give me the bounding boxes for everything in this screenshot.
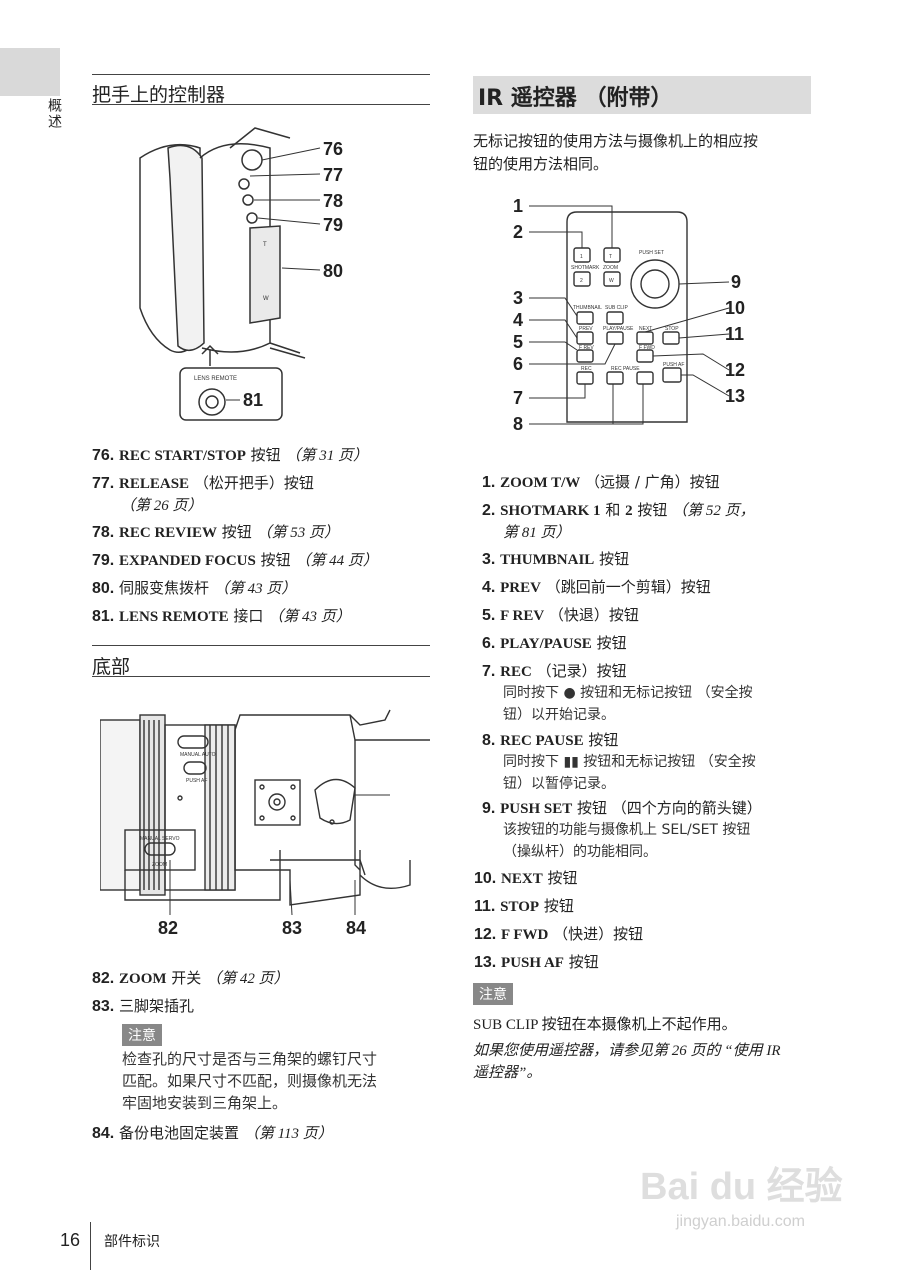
remote-stop-label: STOP bbox=[665, 326, 679, 332]
remote-thumbnail-label: THUMBNAIL bbox=[573, 305, 602, 311]
remote-shotmark-label: SHOTMARK bbox=[571, 265, 600, 271]
zoom-label: ZOOM bbox=[152, 862, 167, 868]
tele-label: T bbox=[263, 242, 267, 248]
ir-item-9-desc: 该按钮的功能与摄像机上 SEL/SET 按钮（操纵杆）的功能相同。 bbox=[503, 822, 751, 860]
ir-item-2: 2. SHOTMARK 1 和 2 按钮 （第 52 页， bbox=[482, 501, 755, 519]
remote-prev-label: PREV bbox=[579, 326, 593, 332]
section-title-handle: 把手上的控制器 bbox=[92, 84, 226, 106]
item-77: 77. RELEASE （松开把手）按钮 bbox=[92, 474, 314, 492]
remote-2-label: 2 bbox=[580, 278, 583, 284]
callout-79: 79 bbox=[323, 215, 343, 235]
callout-81: 81 bbox=[243, 390, 263, 410]
note-badge-left: 注意 bbox=[122, 1024, 162, 1046]
section2-rule-top bbox=[92, 645, 430, 646]
ir-item-8-desc: 同时按下 ▮▮ 按钮和无标记按钮 （安全按钮）以暂停记录。 bbox=[503, 754, 756, 792]
ir-item-4: 4. PREV （跳回前一个剪辑）按钮 bbox=[482, 578, 711, 596]
callout-4: 4 bbox=[513, 310, 523, 330]
callout-10: 10 bbox=[725, 298, 745, 318]
remote-ffwd-label: F FWD bbox=[639, 345, 655, 351]
callout-80: 80 bbox=[323, 261, 343, 281]
item-82: 82. ZOOM 开关 （第 42 页） bbox=[92, 969, 289, 987]
ir-item-3: 3. THUMBNAIL 按钮 bbox=[482, 550, 630, 568]
section2-rule-bottom bbox=[92, 676, 430, 677]
watermark-logo: Bai du 经验 bbox=[640, 1166, 843, 1208]
ir-item-13: 13. PUSH AF 按钮 bbox=[474, 953, 599, 971]
watermark-url: jingyan.baidu.com bbox=[676, 1213, 805, 1230]
item-79: 79. EXPANDED FOCUS 按钮 （第 44 页） bbox=[92, 551, 378, 569]
ir-item-6: 6. PLAY/PAUSE 按钮 bbox=[482, 634, 627, 652]
item-77-ref: （第 26 页） bbox=[120, 498, 203, 514]
remote-figure: 1 2 3 4 5 6 7 8 9 10 11 12 13 T W 1 2 SH… bbox=[513, 196, 745, 434]
wide-label: W bbox=[263, 296, 269, 302]
ir-item-7-desc: 同时按下 ● 按钮和无标记按钮 （安全按钮）以开始记录。 bbox=[503, 685, 753, 723]
ir-title-bar bbox=[473, 76, 811, 114]
note-text-left: 检查孔的尺寸是否与三角架的螺钉尺寸 匹配。如果尺寸不匹配，则摄像机无法 牢固地安… bbox=[122, 1050, 378, 1112]
ir-item-10: 10. NEXT 按钮 bbox=[474, 869, 578, 887]
callout-84: 84 bbox=[346, 918, 366, 938]
remote-1-label: 1 bbox=[580, 254, 583, 260]
page-number: 16 bbox=[60, 1230, 81, 1250]
ir-item-11: 11. STOP 按钮 bbox=[474, 897, 574, 915]
push-af-label: PUSH AF bbox=[186, 778, 207, 784]
callout-13: 13 bbox=[725, 386, 745, 406]
section-rule-bottom bbox=[92, 104, 430, 105]
item-83: 83. 三脚架插孔 bbox=[92, 997, 195, 1015]
callout-7: 7 bbox=[513, 388, 523, 408]
section-rule-top bbox=[92, 74, 430, 75]
ir-item-5: 5. F REV （快退）按钮 bbox=[482, 606, 639, 624]
remote-pushset-label: PUSH SET bbox=[639, 250, 664, 256]
footer-divider bbox=[90, 1222, 91, 1270]
item-76: 76. REC START/STOP 按钮 （第 31 页） bbox=[92, 446, 368, 464]
section-title-bottom: 底部 bbox=[92, 656, 131, 678]
callout-9: 9 bbox=[731, 272, 741, 292]
callout-83: 83 bbox=[282, 918, 302, 938]
remote-playpause-label: PLAY/PAUSE bbox=[603, 326, 634, 332]
item-80: 80. 伺服变焦拨杆 （第 43 页） bbox=[92, 579, 297, 597]
remote-rec-label: REC bbox=[581, 366, 592, 372]
remote-frev-label: F REV bbox=[579, 345, 594, 351]
remote-next-label: NEXT bbox=[639, 326, 652, 332]
manual-servo-label: MANUAL SERVO bbox=[140, 836, 180, 842]
callout-77: 77 bbox=[323, 165, 343, 185]
ir-item-7: 7. REC （记录）按钮 bbox=[482, 662, 627, 680]
callout-82: 82 bbox=[158, 918, 178, 938]
ir-item-8: 8. REC PAUSE 按钮 bbox=[482, 731, 619, 749]
callout-1: 1 bbox=[513, 196, 523, 216]
handle-figure: 76 77 78 79 80 81 LENS REMOTE T W bbox=[139, 127, 343, 421]
bottom-figure: 82 83 84 MANUAL AUTO PUSH AF ZOOM MANUAL… bbox=[100, 709, 430, 938]
callout-5: 5 bbox=[513, 332, 523, 352]
lens-remote-label: LENS REMOTE bbox=[194, 376, 237, 382]
chapter-tab-label: 概述 bbox=[46, 98, 62, 130]
ir-intro: 无标记按钮的使用方法与摄像机上的相应按 钮的使用方法相同。 bbox=[473, 132, 759, 173]
remote-pushaf-label: PUSH AF bbox=[663, 362, 684, 368]
item-84: 84. 备份电池固定装置 （第 113 页） bbox=[92, 1124, 333, 1142]
note-badge-right: 注意 bbox=[473, 983, 513, 1005]
callout-6: 6 bbox=[513, 354, 523, 374]
callout-8: 8 bbox=[513, 414, 523, 434]
note-line-right: SUB CLIP 按钮在本摄像机上不起作用。 bbox=[473, 1017, 737, 1033]
item-81: 81. LENS REMOTE 接口 （第 43 页） bbox=[92, 607, 351, 625]
callout-11: 11 bbox=[725, 324, 744, 344]
ir-item-1: 1. ZOOM T/W （远摄 / 广角）按钮 bbox=[482, 473, 720, 491]
callout-3: 3 bbox=[513, 288, 523, 308]
chapter-tab bbox=[0, 48, 60, 96]
remote-subclip-label: SUB CLIP bbox=[605, 305, 628, 311]
callout-76: 76 bbox=[323, 139, 343, 159]
manual-auto-label: MANUAL AUTO bbox=[180, 752, 216, 758]
ir-title: IR 遥控器 （附带） bbox=[478, 86, 673, 111]
remote-zoom-label: ZOOM bbox=[603, 265, 618, 271]
ir-item-9: 9. PUSH SET 按钮 （四个方向的箭头键） bbox=[482, 799, 762, 817]
item-78: 78. REC REVIEW 按钮 （第 53 页） bbox=[92, 523, 340, 541]
callout-2: 2 bbox=[513, 222, 523, 242]
footer-section-name: 部件标识 bbox=[104, 1234, 160, 1250]
ir-item-12: 12. F FWD （快进）按钮 bbox=[474, 925, 644, 943]
remote-w-label: W bbox=[609, 278, 614, 284]
callout-78: 78 bbox=[323, 191, 343, 211]
ir-item-2-ref: 第 81 页） bbox=[503, 525, 571, 541]
remote-t-label: T bbox=[609, 254, 612, 260]
remote-recpause-label: REC PAUSE bbox=[611, 366, 640, 372]
callout-12: 12 bbox=[725, 360, 745, 380]
